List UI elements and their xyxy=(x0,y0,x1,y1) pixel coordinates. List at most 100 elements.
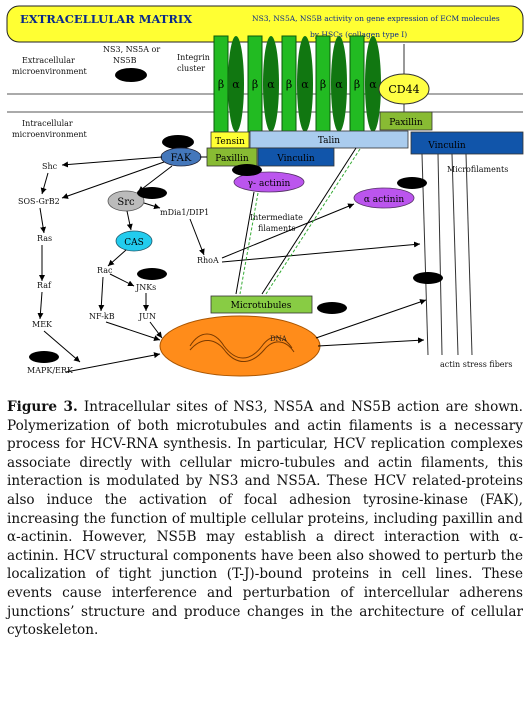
arrow-gamma-microtubules xyxy=(235,191,255,295)
arrow-rac-jnks xyxy=(109,273,135,287)
cas-label: CAS xyxy=(124,238,144,248)
nfkb-label: NF-kB xyxy=(89,312,115,321)
integrin-alpha-1 xyxy=(228,36,244,132)
arrow-fak-sos xyxy=(61,161,165,199)
integrin-letter: β xyxy=(286,78,292,91)
figure-label: Figure 3. xyxy=(7,399,78,415)
arrow-fak-shc xyxy=(61,156,163,168)
ras-label: Ras xyxy=(37,234,52,243)
jun-label: JUN xyxy=(138,312,156,321)
dna-strand-2 xyxy=(189,340,295,362)
vinculin-left-label: Vinculin xyxy=(276,154,315,164)
integrin-letter: β xyxy=(218,78,224,91)
integrin-alpha-4 xyxy=(331,36,347,132)
extracellular-label-2: microenvironment xyxy=(12,67,87,76)
microfilament-line xyxy=(451,153,459,356)
microfilament-line xyxy=(437,153,443,356)
shc-label: Shc xyxy=(42,162,58,171)
integrin-cluster xyxy=(213,35,381,133)
arrow-dna-microfilament xyxy=(317,337,425,347)
dna-strand-1 xyxy=(189,333,293,359)
integrin-letter: α xyxy=(335,78,343,91)
mapk-marker xyxy=(29,351,59,363)
integrin-letter: α xyxy=(267,78,275,91)
arrow-talin-microtubules xyxy=(261,147,357,295)
arrow-src-mdia xyxy=(143,202,161,210)
vinculin-right-label: Vinculin xyxy=(427,141,466,151)
gamma-actinin-label: γ- actinin xyxy=(248,179,291,189)
microfilament-lines xyxy=(421,153,473,356)
caption-text: Intracellular sites of NS3, NS5A and NS5… xyxy=(7,399,523,639)
integrin-label-2: cluster xyxy=(177,64,205,73)
arrow-jun-dna xyxy=(149,321,163,339)
integrin-letter: α xyxy=(301,78,309,91)
mdia-label: mDia1/DIP1 xyxy=(160,208,209,217)
fak-marker xyxy=(162,135,194,149)
cd44-label: CD44 xyxy=(388,83,419,96)
arrow-mek-mapk xyxy=(43,330,81,363)
sos-grb2-label: SOS-GrB2 xyxy=(18,197,60,206)
arrow-fak-src xyxy=(137,165,173,193)
intermediate-label-1: Intermediate xyxy=(250,213,303,222)
arrow-rhoa-stress xyxy=(221,241,421,263)
ecm-note-line2: by HSCs (collagen type I) xyxy=(310,30,407,39)
microtubules-label: Microtubules xyxy=(231,301,292,311)
jnks-marker xyxy=(137,268,167,280)
src-label: Src xyxy=(117,197,135,208)
microfilament-line xyxy=(465,153,473,356)
arrow-dna-stress xyxy=(315,299,427,339)
matrix-label: EXTRACELLULAR MATRIX xyxy=(20,12,192,26)
hcv-cytoskeleton-diagram: EXTRACELLULAR MATRIX NS3, NS5A, NS5B act… xyxy=(6,5,524,377)
mek-label: MEK xyxy=(32,320,53,329)
integrin-alpha-5 xyxy=(365,36,381,132)
intermediate-filament xyxy=(239,192,259,295)
extracellular-label-1: Extracellular xyxy=(22,56,75,65)
jnks-label: JNKs xyxy=(135,283,156,292)
cas-node xyxy=(115,230,153,252)
arrow-mapk-dna xyxy=(65,352,161,373)
actin-stress-label: actin stress fibers xyxy=(440,360,512,369)
ns-label-2: NS5B xyxy=(113,56,137,65)
intracellular-label-2: microenvironment xyxy=(12,130,87,139)
gamma-actinin-node xyxy=(233,171,305,193)
integrin-letter: β xyxy=(354,78,360,91)
talin-label: Talin xyxy=(318,136,340,146)
raf-label: Raf xyxy=(37,281,52,290)
paxillin-right-box xyxy=(379,111,433,131)
microfilaments-label: Microfilaments xyxy=(447,165,508,174)
integrin-letters: β α β α β α β α β α xyxy=(218,78,377,91)
arrow-cas-rac xyxy=(107,249,127,267)
arrow-sos-ras xyxy=(39,207,47,234)
ns-label-1: NS3, NS5A or xyxy=(103,45,160,54)
integrin-alpha-3 xyxy=(297,36,313,132)
extracellular-matrix-band xyxy=(6,5,524,43)
alpha-actinin-node xyxy=(353,187,415,209)
integrin-label-1: Integrin xyxy=(177,53,210,62)
mapk-erk-label: MAPK/ERK xyxy=(27,366,74,375)
fak-label: FAK xyxy=(171,153,192,164)
src-node xyxy=(107,190,145,212)
arrow-nfkb-dna xyxy=(105,321,161,341)
dna-label: DNA xyxy=(270,335,288,343)
ecm-note-line1: NS3, NS5A, NS5B activity on gene express… xyxy=(252,14,500,23)
intermediate-label-2: filaments xyxy=(258,224,295,233)
intermediate-filament xyxy=(265,148,361,295)
alpha-actinin-label: α actinin xyxy=(364,195,405,205)
vinculin-right-box xyxy=(410,131,524,155)
arrow-paxillin-gamma xyxy=(239,165,251,173)
rhoa-label: RhoA xyxy=(197,256,219,265)
paxillin-right-label: Paxillin xyxy=(389,118,423,128)
integrin-alpha-2 xyxy=(263,36,279,132)
tensin-label: Tensin xyxy=(215,137,245,147)
ns-protein-marker xyxy=(115,68,147,82)
dna-nucleus xyxy=(159,315,321,377)
cd44-node xyxy=(378,73,430,105)
microtubules-marker xyxy=(317,302,347,314)
integrin-letter: β xyxy=(252,78,258,91)
arrow-src-cas xyxy=(126,210,133,231)
alpha-actinin-marker xyxy=(397,177,427,189)
arrow-shc-sos xyxy=(40,172,49,195)
pathway-arrows xyxy=(37,147,427,373)
integrin-letter: β xyxy=(320,78,326,91)
figure-caption: Figure 3. Intracellular sites of NS3, NS… xyxy=(7,398,523,640)
